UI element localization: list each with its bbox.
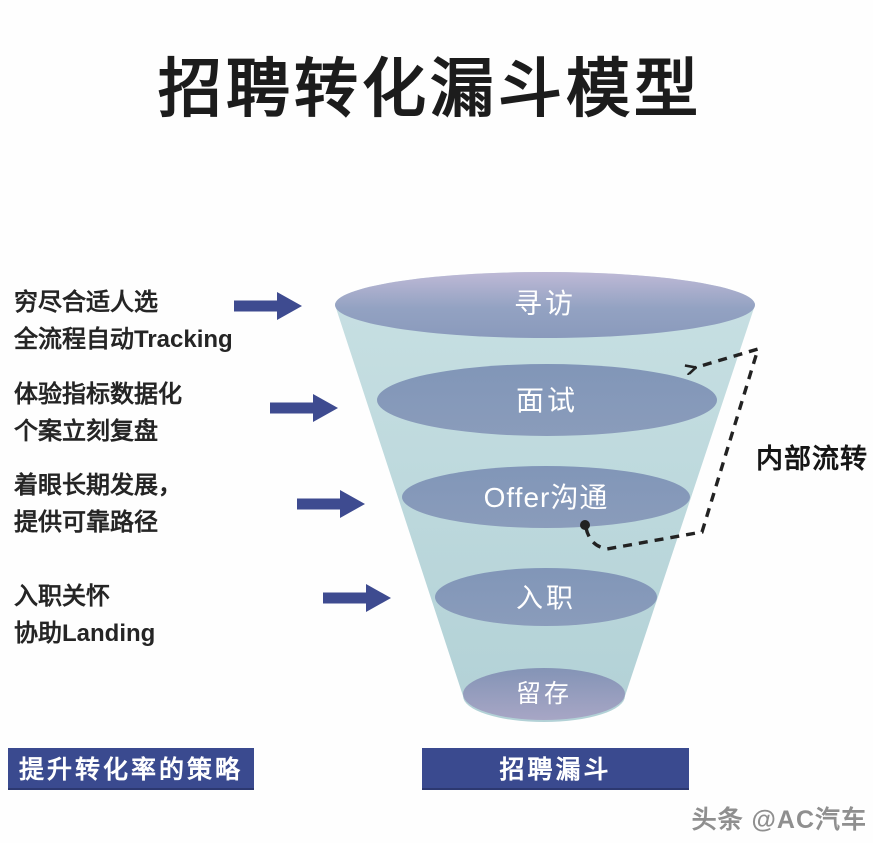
strategy-line: 着眼长期发展， (14, 472, 182, 499)
strategies-legend-box: 提升转化率的策略 (8, 748, 254, 790)
funnel-stage-label-mianshi: 面试 (515, 385, 579, 416)
funnel-stage-label-ruzhi: 入职 (516, 583, 576, 614)
right-arrow-icon (323, 584, 391, 612)
strategy-line: 入职关怀 (14, 583, 110, 610)
strategy-line: 穷尽合适人选 (14, 289, 158, 316)
funnel-legend-box: 招聘漏斗 (422, 748, 689, 790)
right-arrow-icon (270, 394, 338, 422)
funnel-stage-ellipse-mianshi (377, 364, 717, 436)
funnel-stage-label-offer: Offer沟通 (483, 482, 609, 513)
strategy-block-sourcing: 穷尽合适人选 全流程自动Tracking (14, 284, 233, 358)
strategy-block-onboarding: 入职关怀 协助Landing (14, 578, 155, 652)
page-title: 招聘转化漏斗模型 (158, 53, 702, 125)
strategy-block-offer: 着眼长期发展， 提供可靠路径 (14, 467, 182, 541)
strategy-block-interview: 体验指标数据化 个案立刻复盘 (14, 376, 182, 450)
right-arrow-icon (297, 490, 365, 518)
funnel-stage-ellipse-liucun (463, 668, 625, 720)
right-arrow-icon (234, 292, 302, 320)
strategy-line: 提供可靠路径 (14, 509, 158, 536)
dashed-route-start-dot (580, 520, 590, 530)
strategy-line: 体验指标数据化 (14, 381, 182, 408)
internal-transfer-dashed-arrow (584, 346, 761, 551)
funnel-stage-ellipse-xunfang (335, 272, 755, 338)
funnel-stage-ellipse-offer (402, 466, 690, 528)
strategy-line: 个案立刻复盘 (14, 418, 158, 445)
watermark: 头条 @AC汽车 (691, 806, 867, 834)
internal-transfer-label: 内部流转 (756, 444, 868, 474)
funnel-stage-label-xunfang: 寻访 (513, 288, 577, 319)
funnel-stage-label-liucun: 留存 (515, 680, 573, 708)
strategy-line: 全流程自动Tracking (14, 326, 233, 353)
strategy-line: 协助Landing (14, 620, 156, 647)
funnel-stage-ellipse-ruzhi (435, 568, 657, 626)
